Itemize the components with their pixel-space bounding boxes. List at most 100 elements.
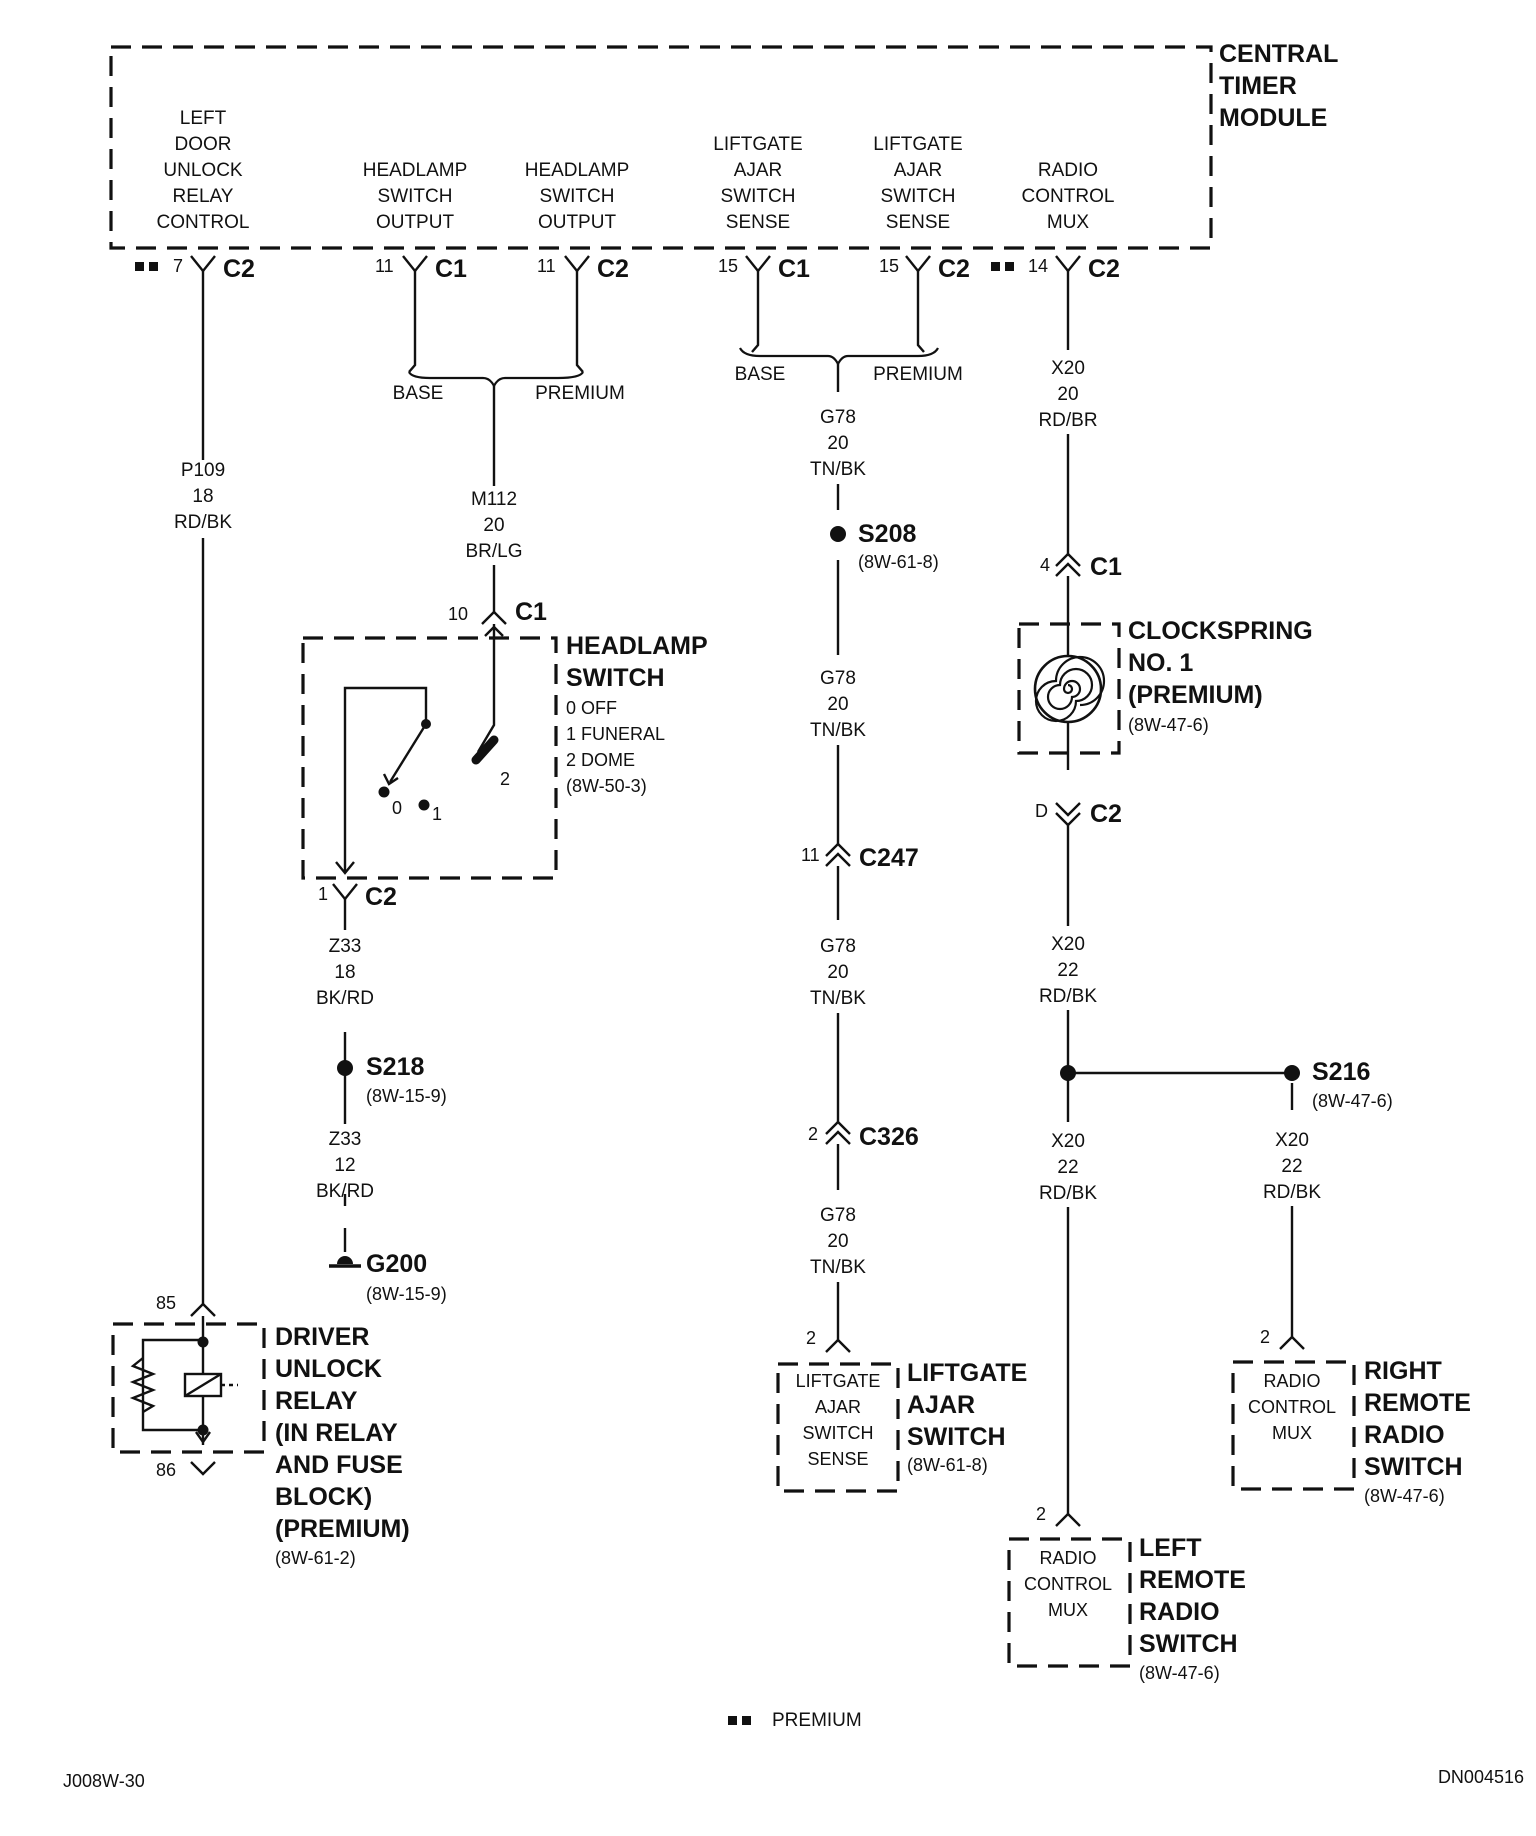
wire-base-branch [751,271,760,353]
pin-label-line: SENSE [726,212,790,233]
connector-name: C1 [435,255,467,283]
pin-label-line: LIFTGATE [713,134,802,155]
relay-boundary [111,1322,266,1454]
clockspring-ref: (8W-47-6) [1128,715,1209,735]
wire-label-line: P109 [181,460,225,481]
wire-label-line: 18 [334,962,355,983]
switch-inside-line: MUX [1272,1423,1312,1443]
switch-inside-line: SWITCH [803,1423,874,1443]
wire-label-line: 20 [1057,384,1078,405]
switch-title: LEFT REMOTE RADIO SWITCH [1139,1534,1246,1658]
switch-position-0: 0 [392,798,402,818]
switch-inside-line: RADIO [1039,1548,1096,1568]
wire-label-g78-d: G78 20 TN/BK [810,1205,866,1278]
switch-ref: (8W-47-6) [1139,1663,1220,1683]
module-title-line: CENTRAL [1219,40,1338,68]
connector-name: C2 [597,255,629,283]
resistor-symbol [129,1357,157,1414]
wire-label-z33-a: Z33 18 BK/RD [316,936,374,1009]
switch-inside-line: SENSE [807,1449,868,1469]
switch-title-line: AJAR [907,1391,975,1419]
connector-11-c2: 11 C2 [537,255,629,283]
pin-label-liftgate-sense-c1: LIFTGATE AJAR SWITCH SENSE [713,134,802,233]
wire-label-line: 20 [827,694,848,715]
relay-node [197,1336,209,1348]
connector-name: C2 [1088,255,1120,283]
connector-pin: 11 [801,845,820,865]
connector-pin: 2 [806,1328,816,1348]
switch-inside-line: MUX [1048,1600,1088,1620]
module-title-line: MODULE [1219,104,1327,132]
wire-label-x20-a: X20 20 RD/BR [1038,358,1097,431]
pin-label-line: AJAR [734,160,783,181]
wire-base-branch [408,271,417,373]
switch-title-line: RIGHT [1364,1357,1442,1385]
connector-name: C2 [223,255,255,283]
dome-arrow [484,625,504,637]
pin-label-line: AJAR [894,160,943,181]
pin-label-liftgate-sense-c2: LIFTGATE AJAR SWITCH SENSE [873,134,962,233]
clockspring-boundary [1017,622,1121,755]
pin-label-line: LEFT [180,108,227,129]
pin-label-line: MUX [1047,212,1090,233]
connector-11-c1: 11 C1 [375,255,467,283]
clockspring-title-line: (PREMIUM) [1128,681,1263,709]
wire-label-line: RD/BK [1039,986,1097,1007]
branch-label-premium: PREMIUM [873,364,963,385]
pin-label-headlamp-output-c1: HEADLAMP SWITCH OUTPUT [363,160,468,233]
relay-pin-86: 86 [156,1460,176,1480]
connector-symbol [1279,1335,1305,1350]
ground-ref: (8W-15-9) [366,1284,447,1304]
circuit-radio-mux: X20 20 RD/BR 4 C1 CLOCKSPRING NO. 1 (PRE… [1007,271,1471,1683]
wire-label-x20-c: X20 22 RD/BK [1039,1131,1097,1204]
wire-label-line: BK/RD [316,1181,374,1202]
switch-contact-0 [378,786,390,798]
connector-pin: 11 [375,256,394,276]
wire-label-g78-a: G78 20 TN/BK [810,407,866,480]
wire-premium-branch [575,271,584,373]
switch-boundary [301,636,558,880]
switch-ref: (8W-47-6) [1364,1486,1445,1506]
wire-label-line: TN/BK [810,988,866,1009]
switch-inside-label: LIFTGATE AJAR SWITCH SENSE [796,1371,881,1469]
switch-blade-arrow [382,773,399,786]
splice-name: S216 [1312,1058,1370,1086]
wire-label-line: RD/BR [1038,410,1097,431]
connector-name: C326 [859,1123,919,1151]
relay-pin-85: 85 [156,1293,176,1313]
pin-label-line: SWITCH [378,186,453,207]
switch-title-line: SWITCH [1139,1630,1238,1658]
connector-14-c2: 14 C2 [991,255,1120,283]
module-connectors: 7 C2 11 C1 11 C2 15 C1 15 C2 [135,255,1120,283]
premium-marker [991,262,1000,271]
dome-contact-wire [476,624,496,753]
connector-symbol [825,1338,851,1353]
wire-label-line: BK/RD [316,988,374,1009]
wire-label-line: 18 [192,486,213,507]
premium-marker [742,1716,751,1725]
connector-name: C247 [859,844,919,872]
connector-symbol [1055,552,1081,577]
pin-label-line: CONTROL [1022,186,1115,207]
connector-pin: 2 [1260,1327,1270,1347]
relay-title-line: (IN RELAY [275,1419,398,1447]
central-timer-module: CENTRAL TIMER MODULE LEFT DOOR UNLOCK RE… [109,40,1338,250]
clockspring-title: CLOCKSPRING NO. 1 (PREMIUM) [1128,617,1313,709]
connector-pin: 14 [1028,256,1048,276]
splice-s218 [337,1060,353,1076]
dome-contact [471,735,499,765]
relay-title-line: AND FUSE [275,1451,403,1479]
switch-modes: 0 OFF 1 FUNERAL 2 DOME (8W-50-3) [566,698,665,796]
legend: PREMIUM [728,1710,862,1731]
clockspring-title-line: CLOCKSPRING [1128,617,1313,645]
switch-position-2: 2 [500,769,510,789]
pin-label-line: OUTPUT [538,212,617,233]
pin-label-line: LIFTGATE [873,134,962,155]
switch-title-line: RADIO [1364,1421,1445,1449]
wire-label-x20-d: X20 22 RD/BK [1263,1130,1321,1203]
splice-ref: (8W-61-8) [858,552,939,572]
branch-brace [739,347,939,367]
wire-label-line: BR/LG [465,541,522,562]
premium-marker [149,262,158,271]
pin-label-line: SWITCH [881,186,956,207]
